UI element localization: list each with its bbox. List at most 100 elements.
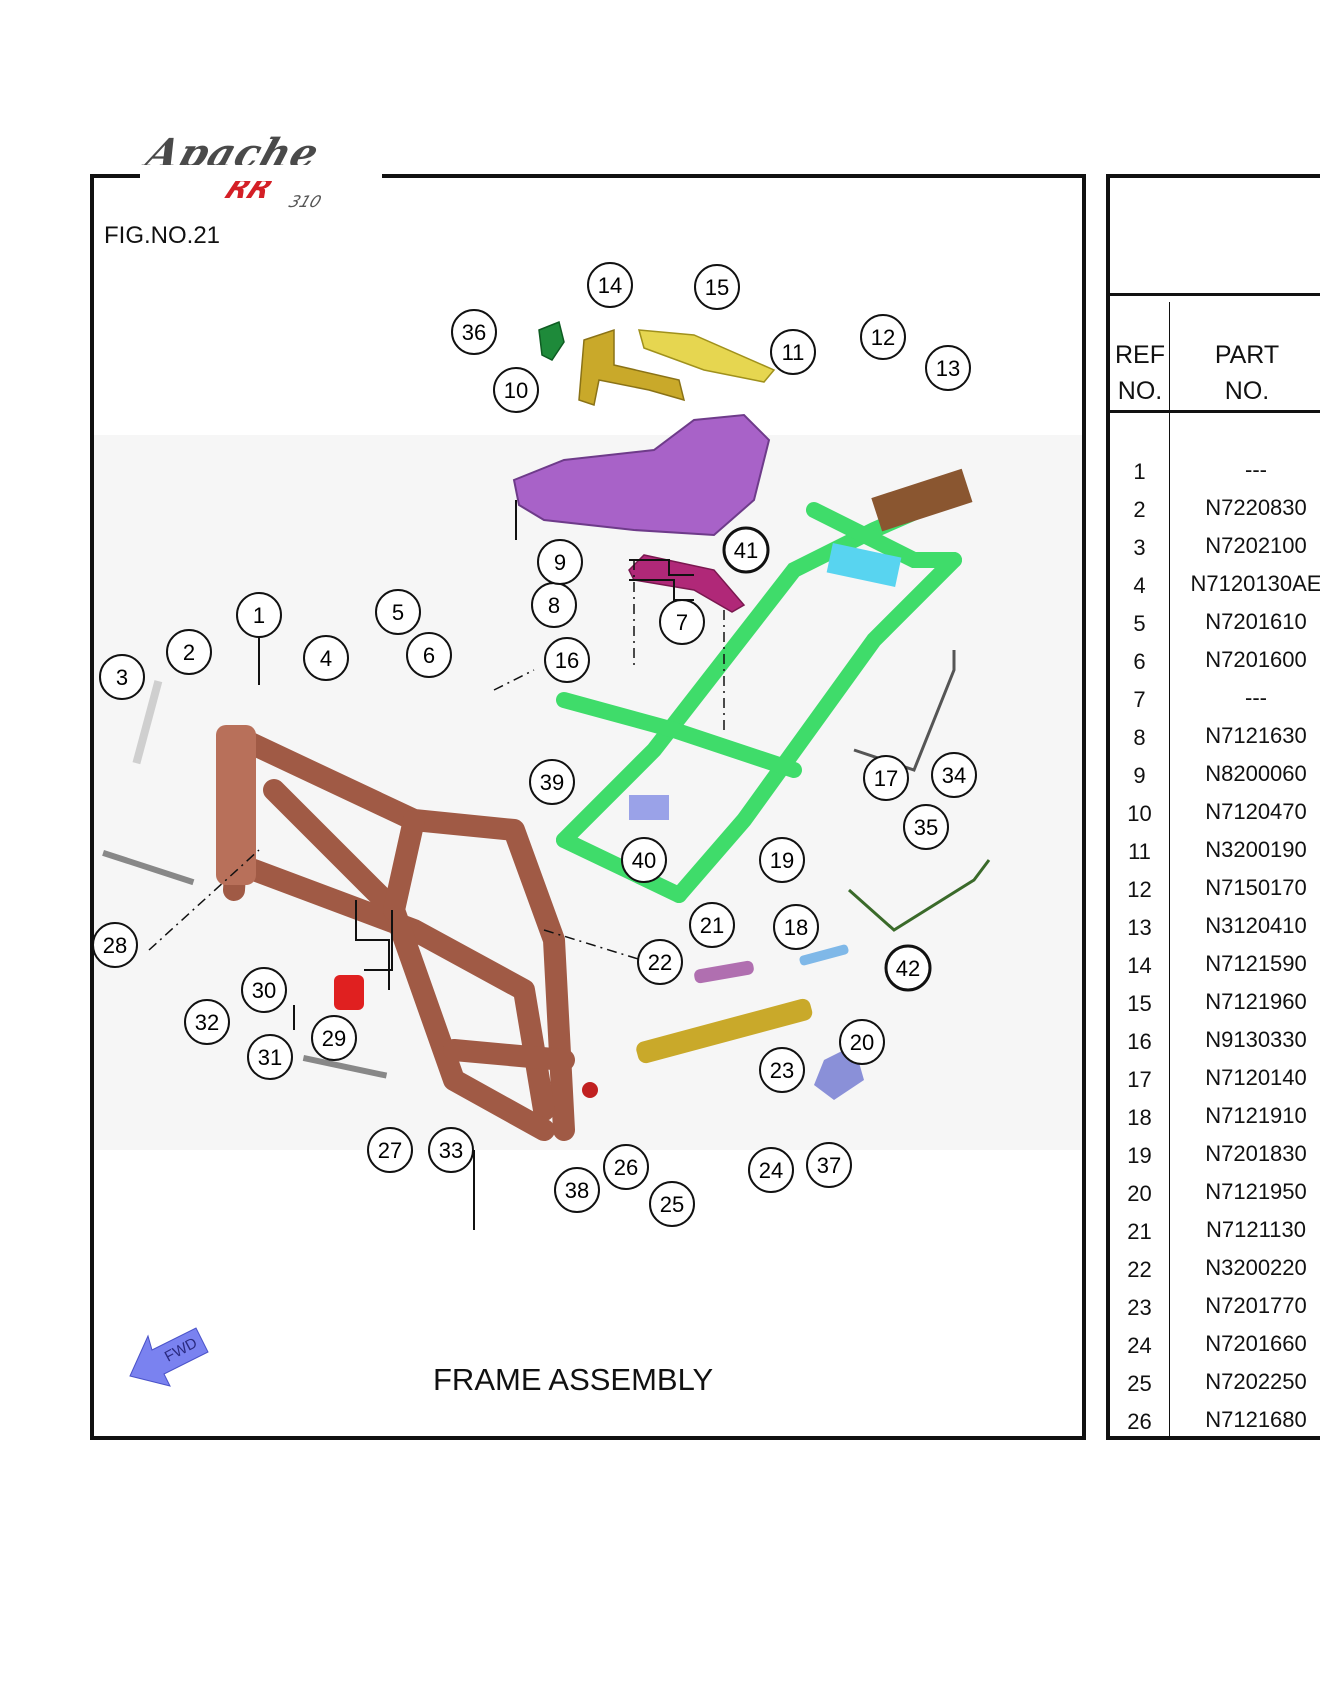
bolt-36 <box>538 320 565 361</box>
part-no: N9130330 <box>1205 1027 1307 1052</box>
callout-13: 13 <box>925 345 971 391</box>
callout-10: 10 <box>493 367 539 413</box>
callout-26: 26 <box>603 1144 649 1190</box>
ref-no: 3 <box>1133 535 1146 560</box>
callout-17: 17 <box>863 755 909 801</box>
svg-text:13: 13 <box>936 356 960 381</box>
svg-text:41: 41 <box>734 538 758 563</box>
grommet-38 <box>582 1082 598 1098</box>
part-no: N7121130 <box>1206 1217 1306 1242</box>
parts-table-frame <box>1106 174 1320 1440</box>
fwd-arrow: FWD <box>129 1327 209 1387</box>
callout-34: 34 <box>931 752 977 798</box>
figure-frame <box>90 174 1086 1440</box>
part-no: N7121630 <box>1205 723 1307 748</box>
callout-23a: 23 <box>759 1047 805 1093</box>
callout-15: 15 <box>694 264 740 310</box>
exploded-diagram: 1 2 3 4 5 6 7 8 9 10 11 12 13 14 15 16 1… <box>94 262 1082 1230</box>
callout-35: 35 <box>903 804 949 850</box>
callout-6: 6 <box>406 632 452 678</box>
svg-text:35: 35 <box>914 815 938 840</box>
figure-title: FRAME ASSEMBLY <box>433 1362 714 1397</box>
ref-no: 9 <box>1133 763 1146 788</box>
part-no: N7121960 <box>1205 989 1307 1014</box>
callout-bubbles: 1 2 3 4 5 6 7 8 9 10 11 12 13 14 15 16 1… <box>94 262 977 1227</box>
svg-text:15: 15 <box>705 275 729 300</box>
svg-text:37: 37 <box>817 1153 841 1178</box>
callout-22: 22 <box>637 939 683 985</box>
steering-head <box>216 725 256 885</box>
part-no: N7121910 <box>1205 1103 1307 1128</box>
logo-border-gap <box>140 165 382 181</box>
svg-text:38: 38 <box>565 1178 589 1203</box>
svg-text:29: 29 <box>322 1026 346 1051</box>
svg-text:40: 40 <box>632 848 656 873</box>
svg-text:12: 12 <box>871 325 895 350</box>
svg-text:42: 42 <box>896 956 920 981</box>
callout-33: 33 <box>428 1127 474 1173</box>
callout-38: 38 <box>554 1167 600 1213</box>
svg-text:26: 26 <box>614 1155 638 1180</box>
ref-no: 23 <box>1127 1295 1152 1320</box>
callout-16: 16 <box>544 637 590 683</box>
svg-text:22: 22 <box>648 950 672 975</box>
part-no: N7220830 <box>1205 495 1307 520</box>
spring-21 <box>694 960 754 984</box>
svg-text:20: 20 <box>850 1030 874 1055</box>
svg-text:5: 5 <box>392 600 404 625</box>
callout-2: 2 <box>166 629 212 675</box>
ref-no: 20 <box>1127 1181 1152 1206</box>
part-no: N7120470 <box>1205 799 1307 824</box>
parts-column-divider <box>1169 302 1170 1438</box>
svg-text:34: 34 <box>942 763 966 788</box>
rod-42 <box>799 944 849 966</box>
callout-40: 40 <box>621 837 667 883</box>
callout-11: 11 <box>770 329 816 375</box>
svg-text:10: 10 <box>504 378 528 403</box>
part-header-line1: PART <box>1214 341 1280 369</box>
ref-no: 5 <box>1133 611 1146 636</box>
part-no: N7201600 <box>1205 647 1307 672</box>
svg-text:36: 36 <box>462 320 486 345</box>
svg-text:19: 19 <box>770 848 794 873</box>
svg-text:11: 11 <box>782 340 805 365</box>
callout-1a: 1 <box>236 592 282 638</box>
ref-no: 12 <box>1127 877 1152 902</box>
callout-37: 37 <box>806 1142 852 1188</box>
ref-header-line2: NO. <box>1117 377 1163 405</box>
callout-42: 42 <box>884 944 932 992</box>
callout-4: 4 <box>303 635 349 681</box>
svg-text:27: 27 <box>378 1138 402 1163</box>
part-no: N7201770 <box>1205 1293 1307 1318</box>
svg-text:4: 4 <box>320 646 332 671</box>
svg-text:39: 39 <box>540 770 564 795</box>
callout-21: 21 <box>689 902 735 948</box>
svg-text:24: 24 <box>759 1158 783 1183</box>
svg-text:28: 28 <box>103 933 127 958</box>
callout-36: 36 <box>451 309 497 355</box>
part-no: N3120410 <box>1205 913 1307 938</box>
ref-no: 4 <box>1133 573 1146 598</box>
callout-25: 25 <box>649 1181 695 1227</box>
table-row: 7--- <box>1110 683 1320 721</box>
part-no: N7120140 <box>1205 1065 1307 1090</box>
figure-number: FIG.NO.21 <box>104 222 221 249</box>
table-row: 23 N7201770 <box>1110 1291 1320 1329</box>
callout-32: 32 <box>184 999 230 1045</box>
cross-plate <box>826 543 902 587</box>
cable-35 <box>848 859 991 932</box>
swingarm-18 <box>636 998 813 1064</box>
bracket-14 <box>578 328 686 406</box>
